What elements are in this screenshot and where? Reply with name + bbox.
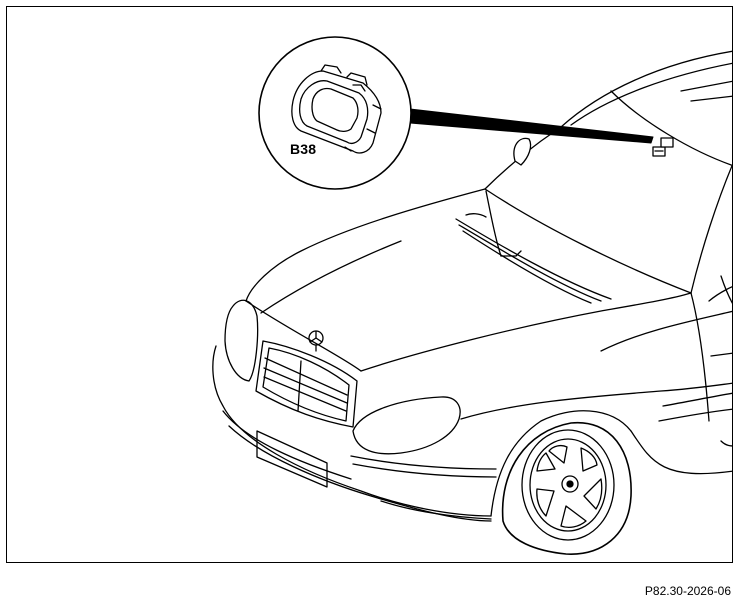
headlight-left [224, 299, 259, 382]
car-roof-windshield [484, 50, 732, 294]
hood-emblem [308, 330, 324, 352]
leader-line [409, 108, 654, 144]
component-label: B38 [290, 141, 317, 157]
front-bumper [212, 345, 497, 522]
car-diagram [212, 36, 732, 555]
car-hood [245, 188, 692, 372]
headlight-right [352, 396, 461, 455]
car-side-body [460, 275, 732, 517]
sensor-component-b38 [291, 64, 382, 154]
front-grille [255, 340, 358, 428]
sensor-on-windshield [652, 137, 674, 157]
diagram-frame: B38 [6, 6, 733, 563]
figure-reference: P82.30-2026-06 [644, 584, 731, 598]
front-wheel [501, 421, 632, 555]
side-mirror [513, 137, 532, 166]
